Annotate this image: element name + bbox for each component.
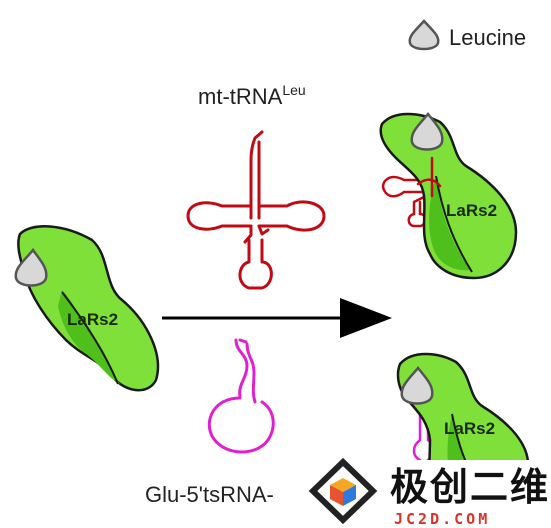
leucine-legend-label: Leucine [449,25,526,50]
enzyme-free-label: LaRs2 [67,310,118,329]
reaction-arrow [162,298,392,338]
trna-name: mt-tRNA [198,84,283,109]
legend: Leucine [408,19,526,51]
watermark-brand: 极创二维 [390,465,550,509]
trna-structure [186,130,326,290]
enzyme-free: LaRs2 [14,225,160,392]
watermark-url: JC2D.COM [394,510,490,528]
leucine-icon [14,247,48,287]
leucine-icon-bound-tsrna [400,365,434,405]
leucine-icon-bound [410,111,444,151]
enzyme-bound-trna-body [379,112,518,280]
tsrna-structure [207,338,275,454]
enzyme-free-shade [58,290,120,384]
trna-overlap [416,156,442,198]
enzyme-free-body [17,225,160,392]
leucine-legend-icon [408,19,440,51]
enzyme-bound-trna-label: LaRs2 [446,201,497,220]
trna-label: mt-tRNALeu [198,82,306,109]
enzyme-bound-tsrna-label: LaRs2 [444,419,495,438]
watermark: 极创二维 JC2D.COM [308,457,551,528]
enzyme-trna-complex: LaRs2 [379,111,518,280]
trna-superscript: Leu [282,82,305,98]
tsrna-label: Glu-5'tsRNA- [145,482,274,507]
